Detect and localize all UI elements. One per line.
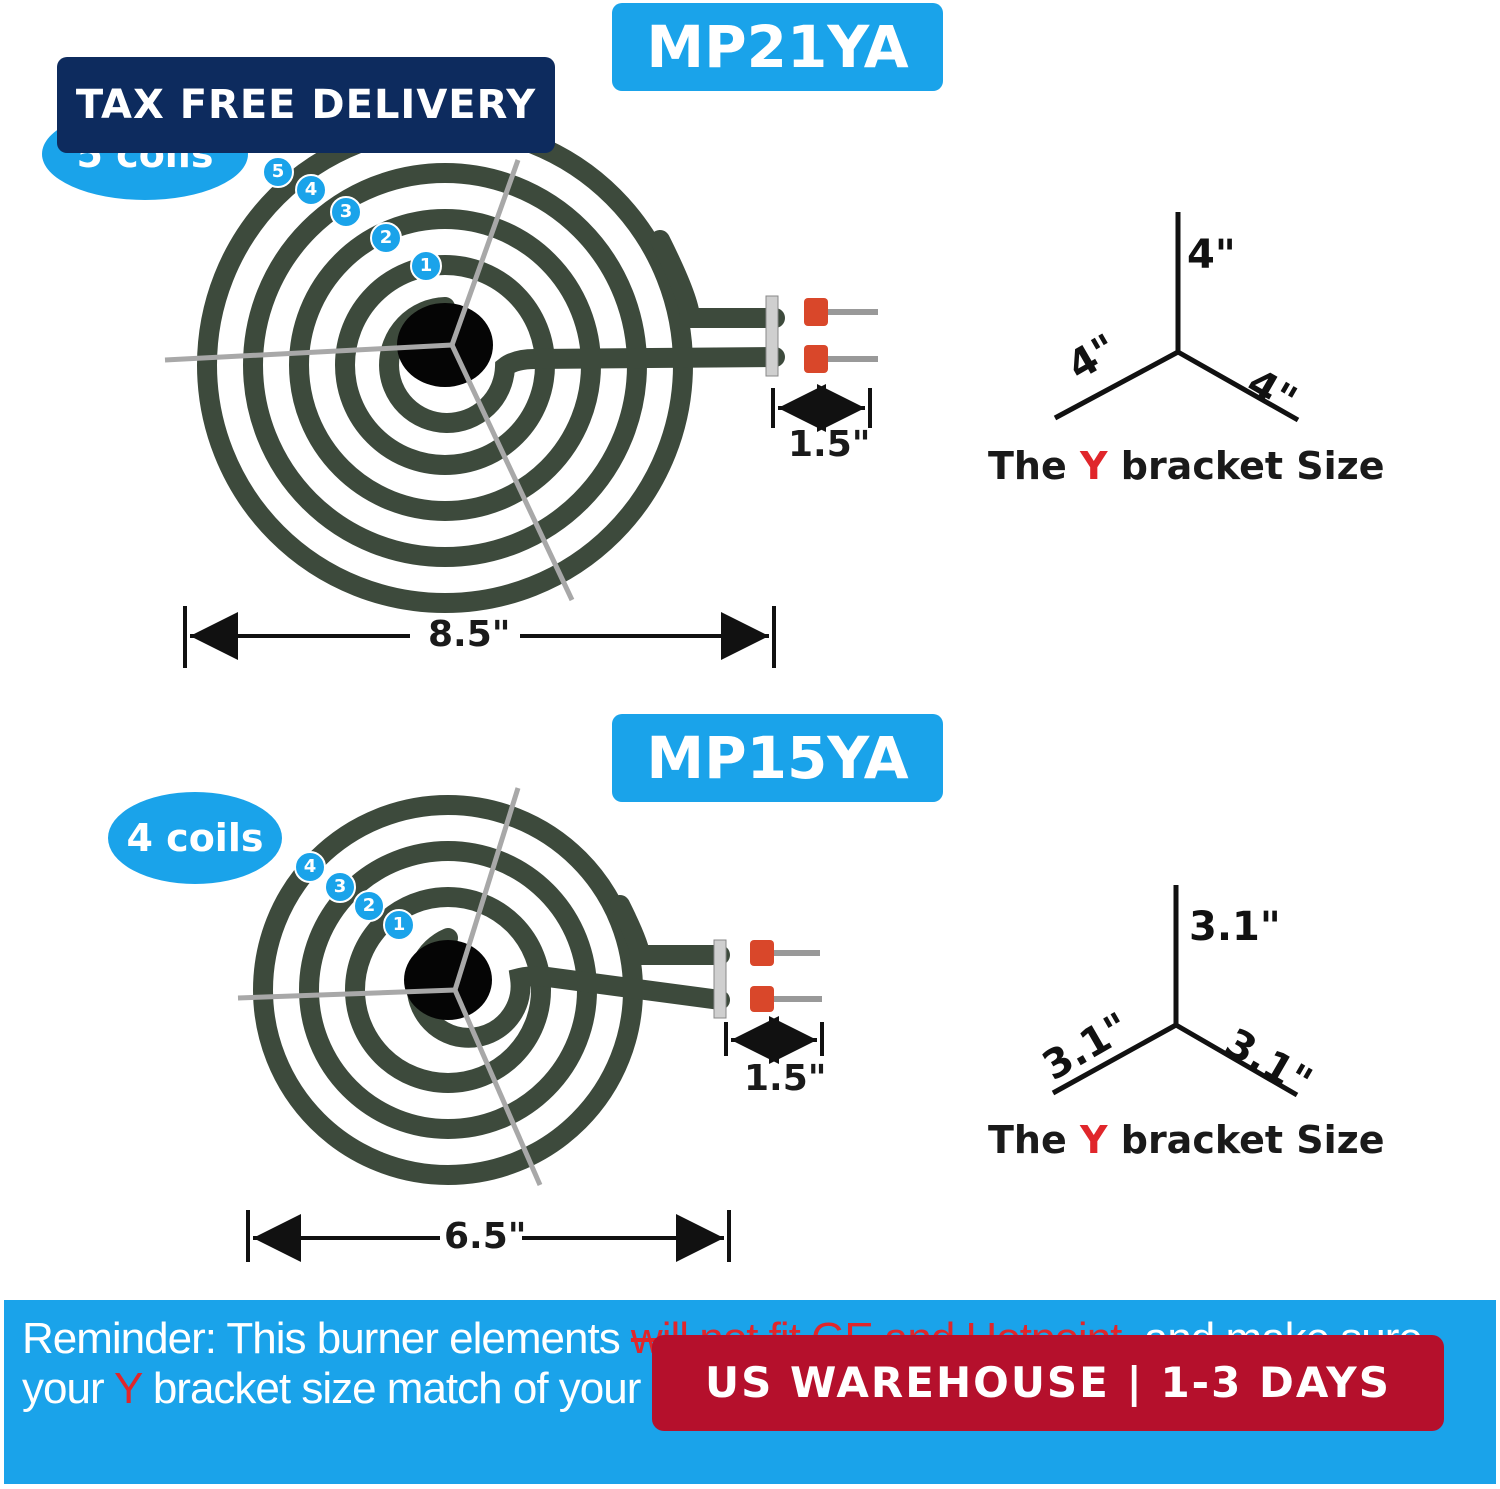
bracket-top-size: 3.1" — [1189, 904, 1281, 950]
diameter-label: 8.5" — [428, 614, 511, 655]
y-bracket-diagram-large — [1053, 212, 1300, 423]
diameter-label: 6.5" — [444, 1216, 527, 1257]
coil-count-badge: 4 coils — [108, 792, 282, 884]
burner-small-terminal-dim — [724, 1016, 824, 1064]
burner-small-center — [404, 940, 492, 1020]
burner-small-coil — [253, 795, 730, 1185]
coil-number: 4 — [294, 851, 326, 883]
burner-large-bracket — [164, 159, 575, 602]
reminder-y: Y — [114, 1364, 143, 1413]
caption-text: bracket Size — [1107, 1118, 1385, 1162]
caption-y: Y — [1079, 1118, 1108, 1162]
coil-number: 1 — [383, 909, 415, 941]
coil-number: 2 — [370, 222, 402, 254]
burner-small-terminals — [713, 939, 822, 1019]
model-badge-mp15ya: MP15YA — [612, 714, 943, 802]
bracket-size-caption: The Y bracket Size — [988, 1118, 1385, 1162]
us-warehouse-banner: US WAREHOUSE | 1-3 DAYS — [652, 1335, 1444, 1431]
coil-number: 2 — [353, 890, 385, 922]
y-bracket-diagram-small — [1051, 885, 1299, 1098]
burner-large-terminal-dim — [771, 384, 872, 432]
tax-free-delivery-banner: TAX FREE DELIVERY — [57, 57, 555, 153]
burner-small-diameter-dim — [246, 1210, 731, 1262]
burner-large-diameter-dim — [183, 606, 776, 668]
burner-large-terminals — [765, 295, 878, 377]
burner-small-bracket — [237, 787, 543, 1186]
caption-text: bracket Size — [1107, 444, 1385, 488]
coil-number: 3 — [330, 196, 362, 228]
caption-y: Y — [1079, 444, 1108, 488]
bracket-top-size: 4" — [1187, 232, 1236, 278]
coil-number: 4 — [295, 174, 327, 206]
terminal-length-label: 1.5" — [788, 424, 871, 465]
caption-text: The — [988, 1118, 1080, 1162]
burner-large-coil — [197, 117, 785, 613]
caption-text: The — [988, 444, 1080, 488]
terminal-length-label: 1.5" — [744, 1058, 827, 1099]
reminder-segment: Reminder: This burner elements — [22, 1314, 631, 1363]
model-badge-mp21ya: MP21YA — [612, 3, 943, 91]
bracket-size-caption: The Y bracket Size — [988, 444, 1385, 488]
coil-number: 3 — [324, 871, 356, 903]
coil-number: 1 — [410, 250, 442, 282]
coil-number: 5 — [262, 156, 294, 188]
